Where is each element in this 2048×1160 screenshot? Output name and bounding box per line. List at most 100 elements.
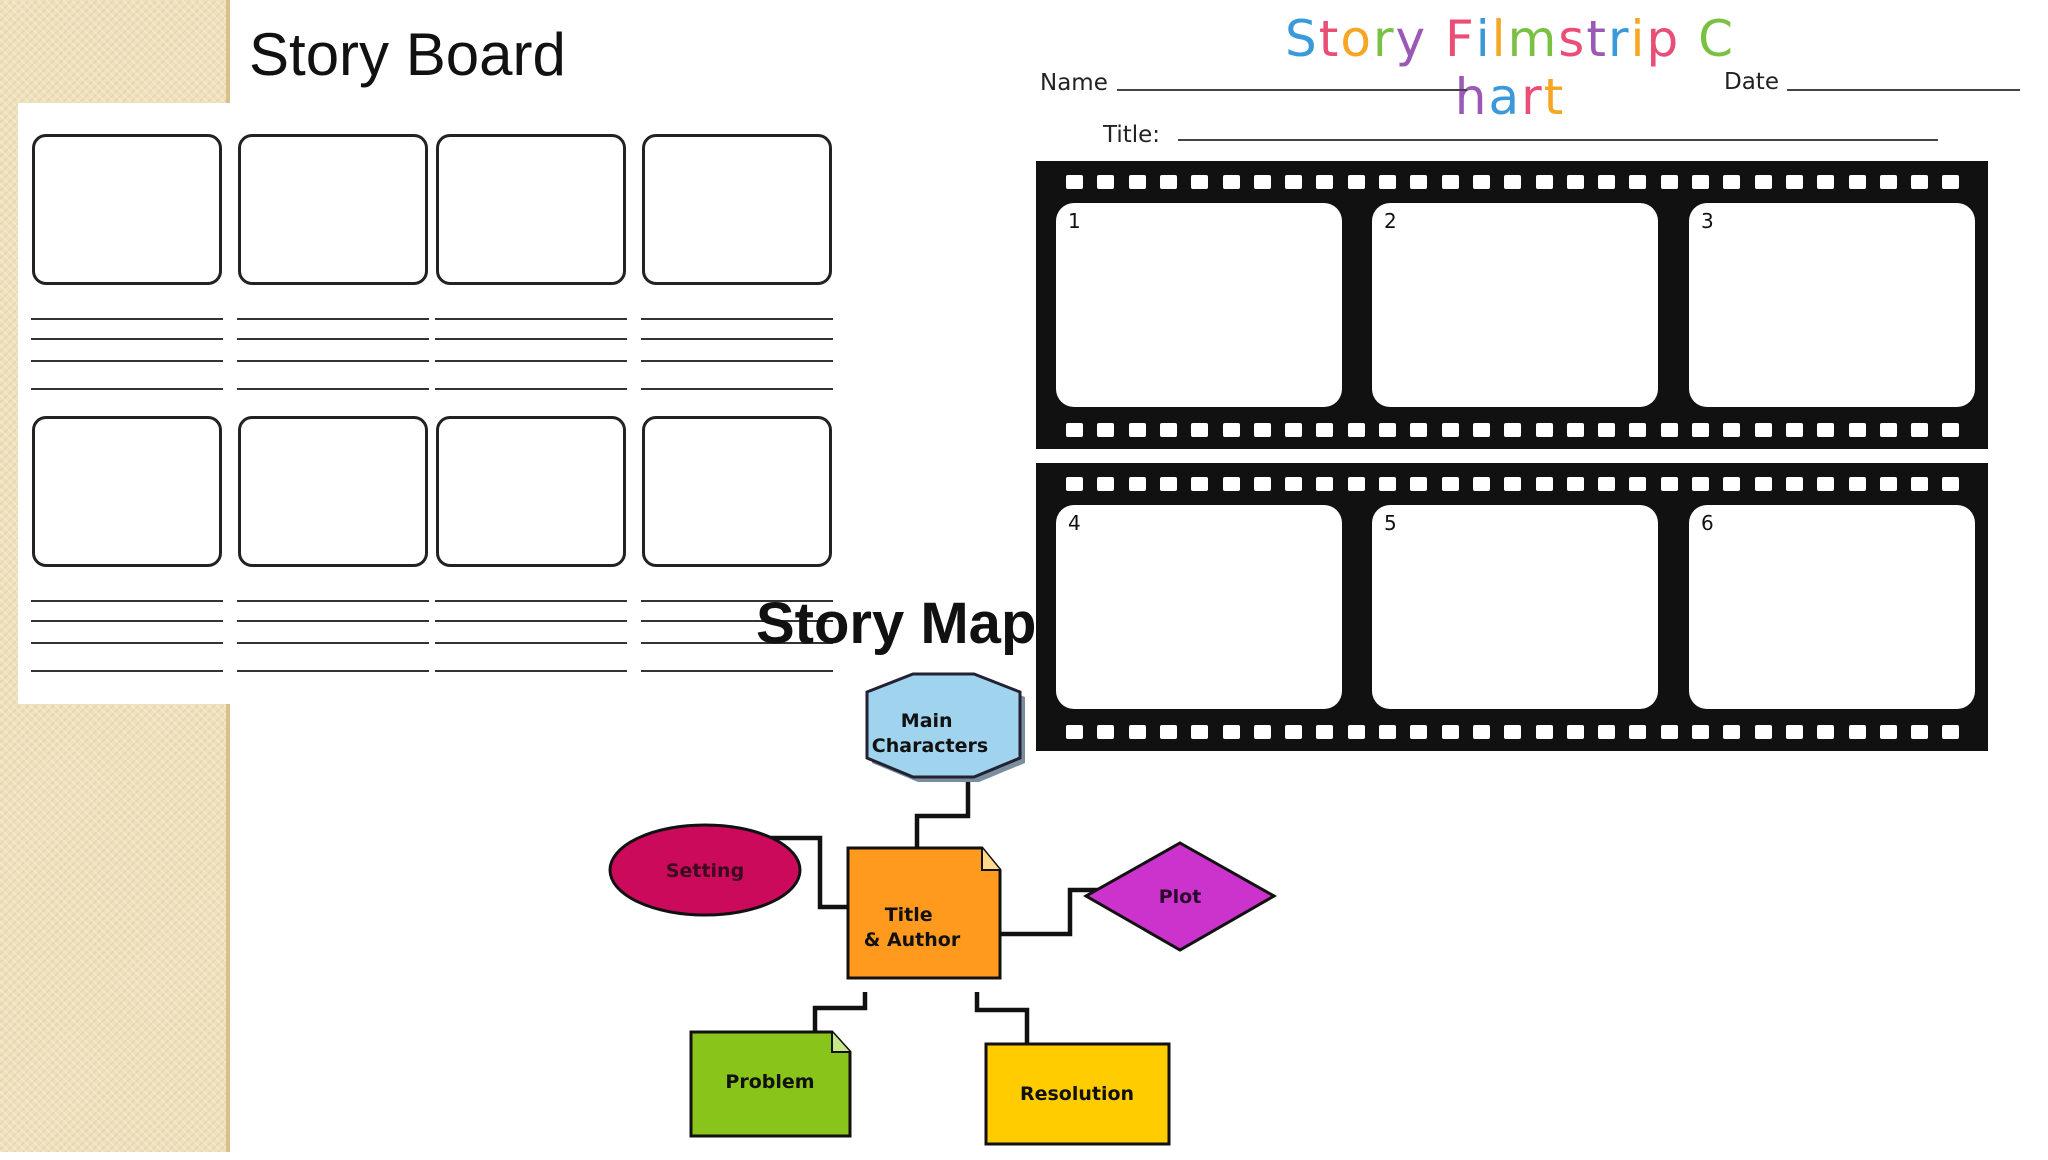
sprocket-hole <box>1159 725 1177 739</box>
connector-title-problem <box>812 992 868 1040</box>
sprocket-hole <box>1785 175 1803 189</box>
storyboard-title: Story Board <box>249 21 566 88</box>
storyboard-caption-line <box>237 338 429 340</box>
sprocket-hole <box>1848 175 1866 189</box>
main-characters-node: Main Characters <box>865 672 1025 782</box>
storyboard-caption-line <box>31 600 223 602</box>
storyboard-caption-line <box>237 600 429 602</box>
sprocket-hole <box>1472 477 1490 491</box>
storyboard-caption-line <box>641 600 833 602</box>
sprocket-hole <box>1598 477 1616 491</box>
connector-setting-title <box>745 835 858 910</box>
connector-title-plot <box>998 887 1102 937</box>
setting-shape <box>608 823 802 917</box>
storyboard-panel <box>238 134 428 285</box>
sprocket-hole <box>1692 175 1709 189</box>
storyboard-caption-line <box>641 318 833 320</box>
sprocket-hole <box>1097 423 1115 437</box>
sprocket-hole <box>1128 725 1146 739</box>
frame-number: 4 <box>1068 511 1081 535</box>
sprocket-hole <box>1598 423 1616 437</box>
resolution-shape <box>984 1042 1171 1146</box>
sprocket-hole <box>1253 725 1271 739</box>
sprocket-hole <box>1504 477 1522 491</box>
sprocket-row <box>1066 477 1966 492</box>
sprocket-hole <box>1879 175 1897 189</box>
name-label: Name <box>1040 70 1108 96</box>
storyboard-caption-line <box>641 670 833 672</box>
sprocket-hole <box>1660 175 1678 189</box>
film-frame-6: 6 <box>1689 505 1975 709</box>
sprocket-hole <box>1535 423 1553 437</box>
sprocket-hole <box>1942 175 1960 189</box>
sprocket-hole <box>1441 423 1459 437</box>
sprocket-hole <box>1911 175 1929 189</box>
storyboard-caption-line <box>31 620 223 622</box>
sprocket-hole <box>1128 175 1146 189</box>
resolution-label: Resolution <box>1020 1083 1134 1105</box>
storyboard-caption-line <box>435 642 627 644</box>
plot-node: Plot <box>1082 841 1278 952</box>
storyboard-caption-line <box>641 620 833 622</box>
sprocket-hole <box>1285 477 1303 491</box>
title-author-shape <box>846 846 1002 980</box>
sprocket-hole <box>1723 725 1741 739</box>
sprocket-hole <box>1942 725 1960 739</box>
storyboard-caption-line <box>31 388 223 390</box>
storyboard-panel <box>32 416 222 567</box>
sprocket-hole <box>1660 725 1678 739</box>
title-author-label: Title & Author <box>864 904 961 951</box>
sprocket-hole <box>1754 175 1772 189</box>
sprocket-hole <box>1848 725 1866 739</box>
sprocket-hole <box>1660 477 1678 491</box>
sprocket-hole <box>1253 477 1271 491</box>
storyboard-panel <box>436 134 626 285</box>
sprocket-hole <box>1222 423 1240 437</box>
sprocket-hole <box>1191 423 1209 437</box>
film-frame-3: 3 <box>1689 203 1975 407</box>
problem-fold <box>831 1032 850 1053</box>
film-frame-1: 1 <box>1056 203 1342 407</box>
sprocket-row <box>1066 725 1966 740</box>
sprocket-hole <box>1660 423 1678 437</box>
sprocket-hole <box>1723 477 1741 491</box>
sprocket-hole <box>1066 423 1083 437</box>
storyboard-caption-line <box>237 670 429 672</box>
storyboard-panel <box>32 134 222 285</box>
sprocket-hole <box>1754 477 1772 491</box>
sprocket-hole <box>1723 175 1741 189</box>
sprocket-hole <box>1535 725 1553 739</box>
sprocket-hole <box>1285 175 1303 189</box>
frame-number: 1 <box>1068 209 1081 233</box>
sprocket-hole <box>1066 175 1083 189</box>
sprocket-hole <box>1347 423 1365 437</box>
storyboard-caption-line <box>435 338 627 340</box>
problem-shape <box>689 1030 852 1138</box>
sprocket-hole <box>1191 175 1209 189</box>
storyboard-caption-line <box>435 670 627 672</box>
sprocket-hole <box>1128 423 1146 437</box>
sprocket-hole <box>1911 725 1929 739</box>
sprocket-hole <box>1598 725 1616 739</box>
sprocket-row <box>1066 423 1966 438</box>
sprocket-hole <box>1566 477 1584 491</box>
storyboard-caption-line <box>435 318 627 320</box>
problem-node: Problem <box>689 1030 852 1138</box>
sprocket-hole <box>1504 423 1522 437</box>
sprocket-hole <box>1566 725 1584 739</box>
sprocket-hole <box>1598 175 1616 189</box>
sprocket-hole <box>1817 175 1835 189</box>
storyboard-caption-line <box>435 388 627 390</box>
sprocket-hole <box>1754 423 1772 437</box>
sprocket-hole <box>1879 725 1897 739</box>
sprocket-hole <box>1253 423 1271 437</box>
sprocket-hole <box>1785 423 1803 437</box>
storyboard-sheet <box>18 103 836 704</box>
sprocket-hole <box>1754 725 1772 739</box>
storyboard-caption-line <box>237 620 429 622</box>
sprocket-hole <box>1472 725 1490 739</box>
main-characters-label: Main Characters <box>872 710 988 757</box>
main-characters-shape <box>865 672 1022 779</box>
